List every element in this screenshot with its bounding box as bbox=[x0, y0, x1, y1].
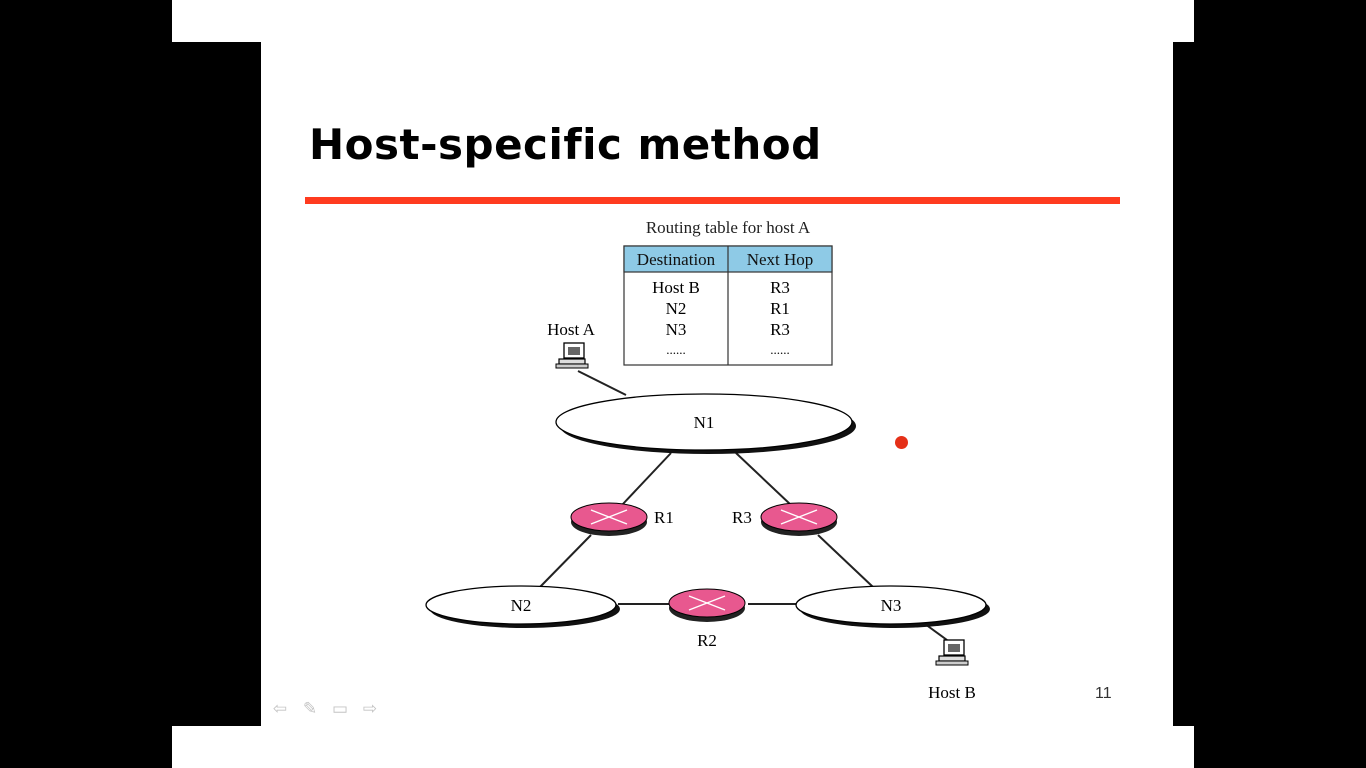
n3-label: N3 bbox=[881, 596, 902, 615]
host-a: Host A bbox=[547, 320, 596, 369]
link-r3-n3 bbox=[817, 534, 874, 588]
arrow-left-icon[interactable]: ⇦ bbox=[272, 699, 288, 718]
table-cell: N2 bbox=[666, 299, 687, 318]
n1-label: N1 bbox=[694, 413, 715, 432]
table-cell: N3 bbox=[666, 320, 687, 339]
arrow-right-icon[interactable]: ⇨ bbox=[362, 699, 378, 718]
table-cell: R3 bbox=[770, 278, 790, 297]
host-b: Host B bbox=[928, 639, 976, 702]
table-cell: ...... bbox=[770, 342, 790, 357]
link-n1-r3 bbox=[735, 452, 792, 506]
router-icon bbox=[668, 588, 746, 623]
slide: Host-specific method bbox=[261, 42, 1173, 726]
laser-pointer bbox=[895, 436, 908, 449]
routing-table: Routing table for host A Destination Nex… bbox=[623, 218, 833, 366]
r1-label: R1 bbox=[654, 508, 674, 527]
host-b-label: Host B bbox=[928, 683, 976, 702]
table-cell: R3 bbox=[770, 320, 790, 339]
title-rule bbox=[305, 197, 1120, 204]
page-number: 11 bbox=[1095, 685, 1112, 702]
n2-label: N2 bbox=[511, 596, 532, 615]
slide-title: Host-specific method bbox=[309, 120, 822, 169]
router-icon bbox=[760, 502, 838, 537]
network-n1: N1 bbox=[555, 393, 856, 454]
host-a-label: Host A bbox=[547, 320, 595, 339]
header-next-hop: Next Hop bbox=[747, 250, 814, 269]
window-frame-top bbox=[172, 0, 1194, 42]
slide-navigation: ⇦ ✎ ▭ ⇨ bbox=[269, 699, 381, 719]
router-r1: R1 bbox=[570, 502, 674, 537]
router-icon bbox=[570, 502, 648, 537]
network-n3: N3 bbox=[795, 585, 990, 628]
link-r1-n2 bbox=[539, 534, 592, 588]
routing-table-caption: Routing table for host A bbox=[646, 218, 811, 237]
router-r2: R2 bbox=[668, 588, 746, 650]
table-cell: ...... bbox=[666, 342, 686, 357]
network-n2: N2 bbox=[425, 585, 620, 628]
computer-icon bbox=[555, 342, 589, 369]
network-links bbox=[539, 370, 948, 641]
table-cell: Host B bbox=[652, 278, 700, 297]
header-destination: Destination bbox=[637, 250, 716, 269]
computer-icon bbox=[935, 639, 969, 666]
network-diagram: Routing table for host A Destination Nex… bbox=[425, 218, 990, 702]
link-hosta-n1 bbox=[577, 370, 627, 396]
window-frame-bottom bbox=[172, 726, 1194, 768]
table-cell: R1 bbox=[770, 299, 790, 318]
pen-icon[interactable]: ✎ bbox=[302, 699, 318, 718]
router-r3: R3 bbox=[732, 502, 838, 537]
r3-label: R3 bbox=[732, 508, 752, 527]
slides-icon[interactable]: ▭ bbox=[331, 699, 349, 718]
link-n1-r1 bbox=[621, 452, 672, 506]
r2-label: R2 bbox=[697, 631, 717, 650]
